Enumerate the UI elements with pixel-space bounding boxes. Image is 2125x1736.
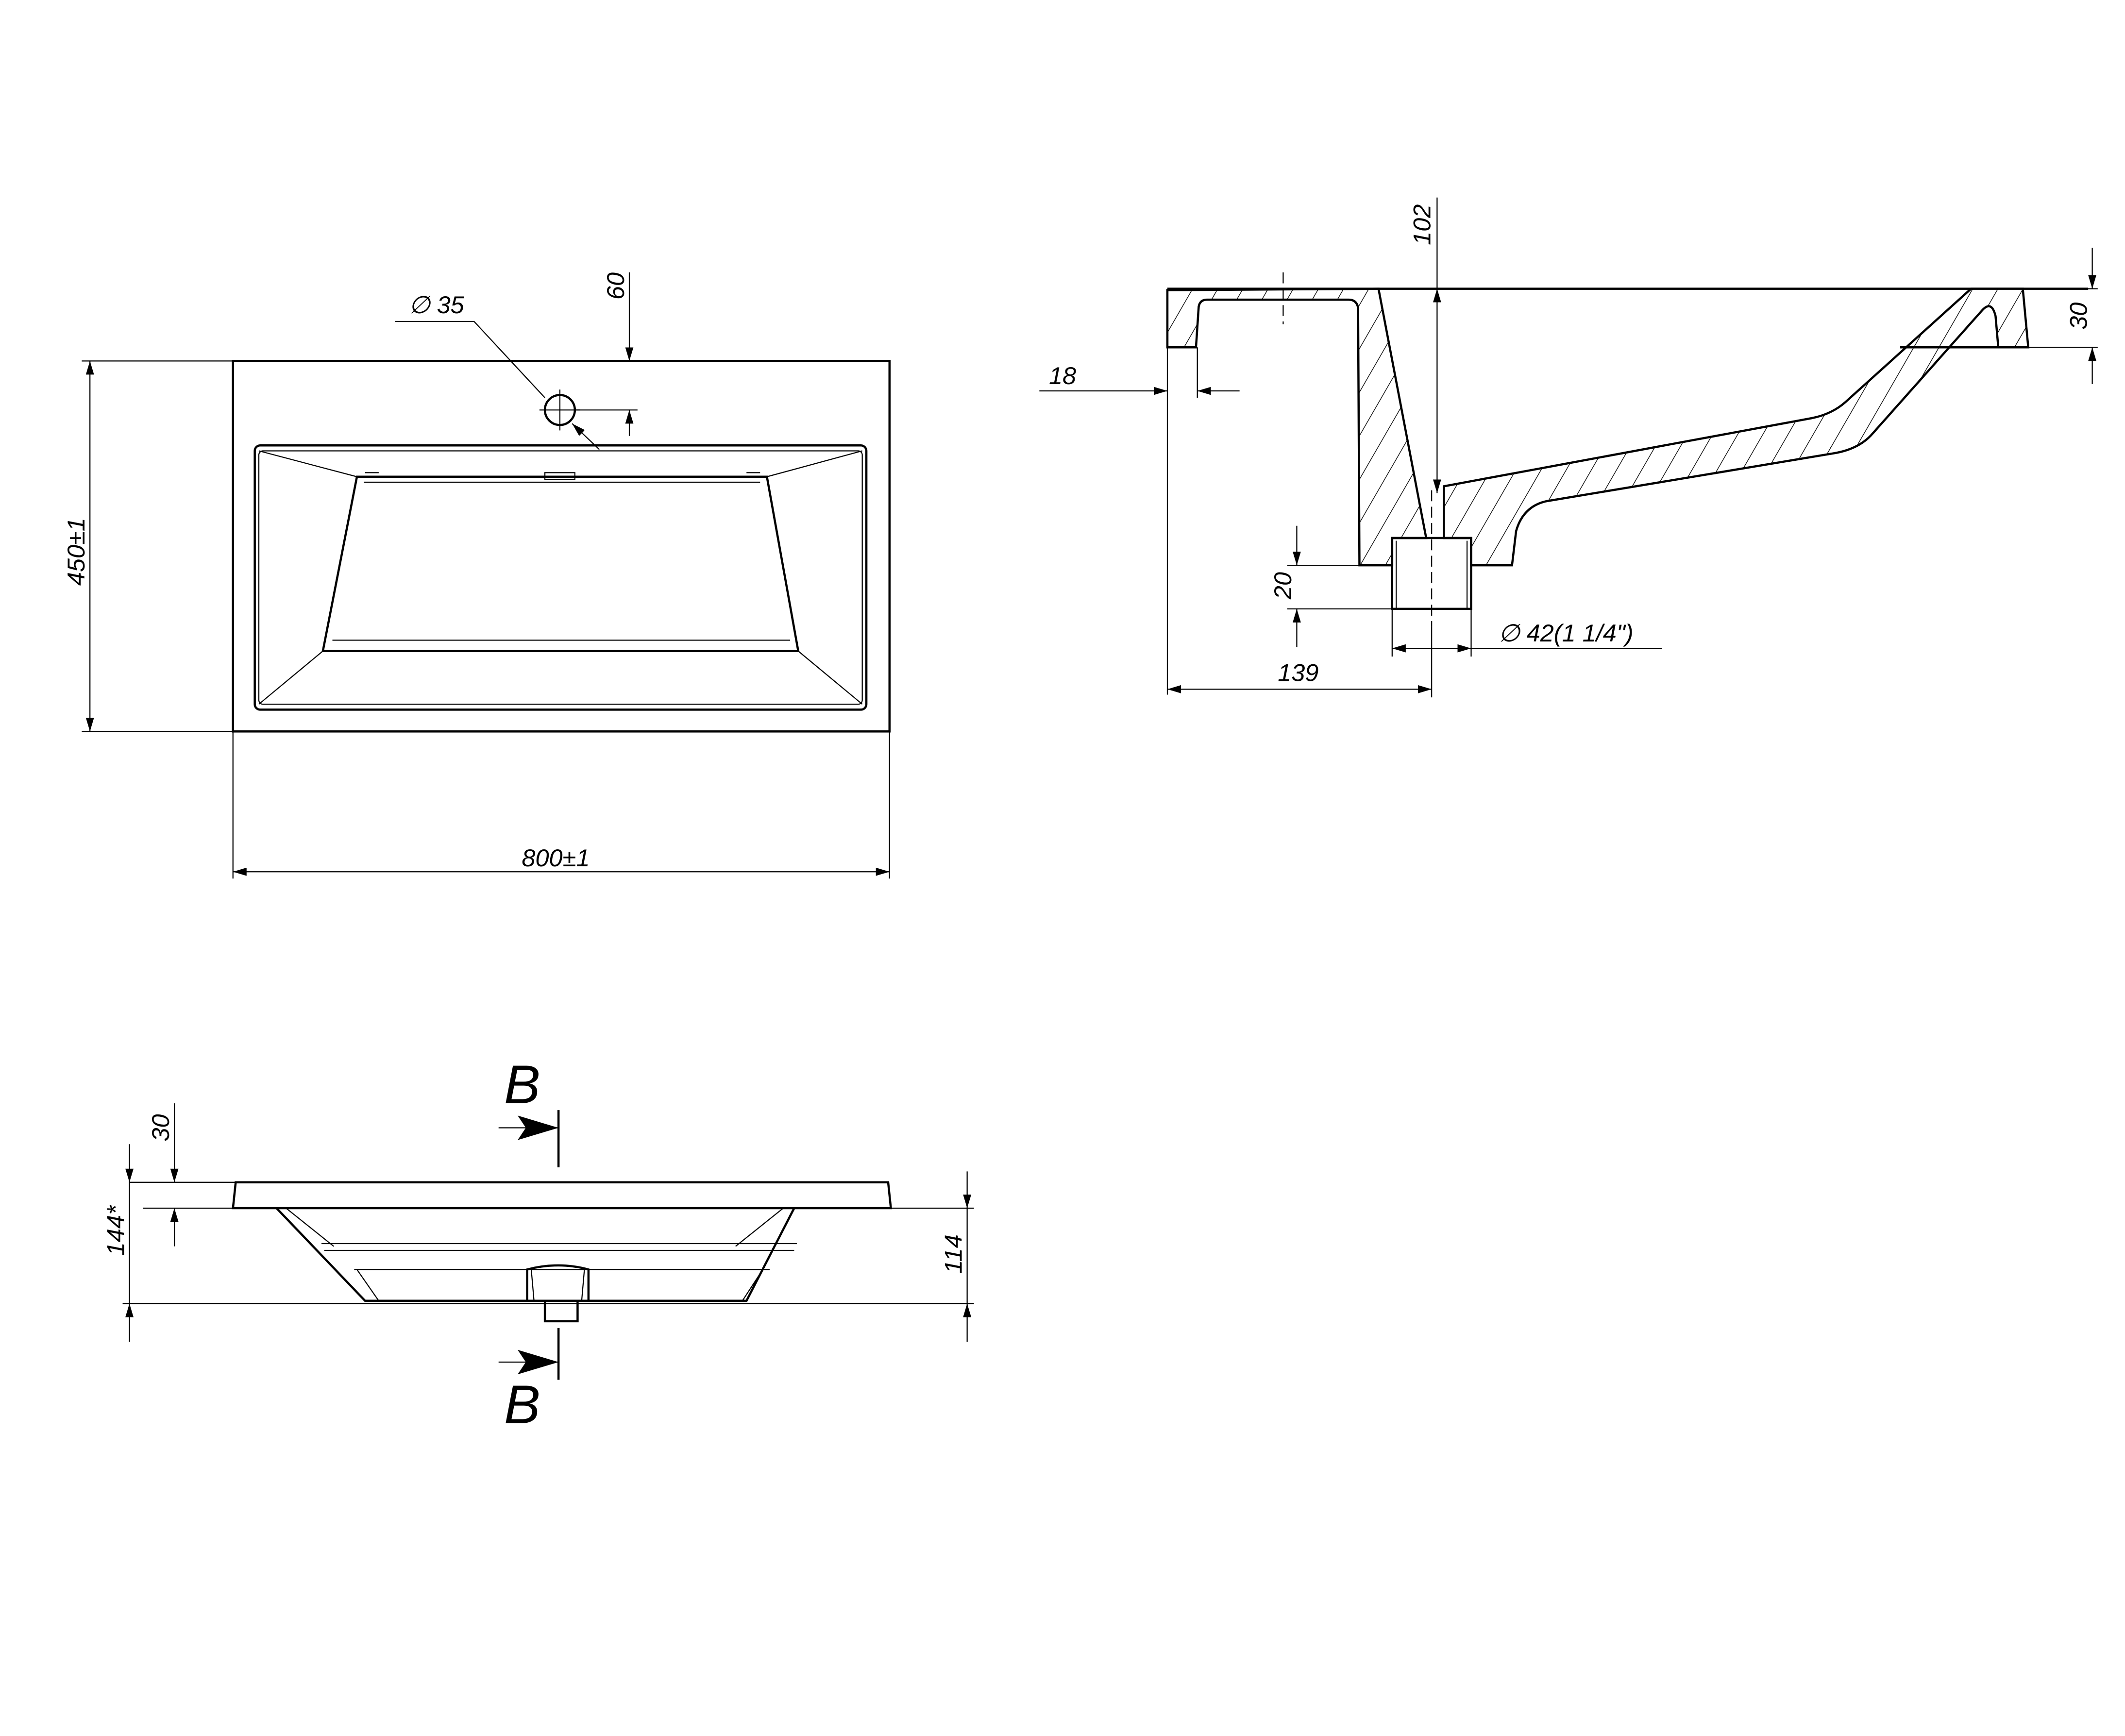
- top-view: 450±1 800±1 ∅ 35 60: [62, 272, 891, 879]
- bowl-depth-dimension: 102: [1408, 204, 1435, 245]
- sink-outline: [232, 360, 891, 733]
- total-height-dimension: 144*: [101, 1205, 129, 1256]
- section-marker-top: B: [498, 1054, 560, 1167]
- section-marker-bottom: B: [498, 1328, 560, 1435]
- front-rim-thickness-dimension: 30: [147, 1114, 174, 1141]
- svg-text:B: B: [504, 1374, 540, 1435]
- svg-text:B: B: [504, 1054, 540, 1115]
- front-view: B B 30 144* 114: [101, 1054, 974, 1435]
- section-left-rim: [1166, 287, 1428, 567]
- bowl-height-dimension: 114: [939, 1234, 967, 1273]
- section-view: 18 102 30 20 ∅ 42(1 1/4") 139: [1039, 197, 2098, 698]
- depth-dimension: 450±1: [62, 518, 90, 586]
- drain-diameter-dimension: ∅ 42(1 1/4"): [1499, 619, 1634, 647]
- section-rim-thickness-dimension: 30: [2064, 303, 2092, 330]
- front-rim: [232, 1181, 893, 1210]
- section-right-rim: [1443, 287, 2030, 567]
- rim-overhang-dimension: 18: [1049, 362, 1076, 389]
- basin-outline: [253, 444, 868, 711]
- front-bowl: [275, 1207, 795, 1302]
- basin-floor: [321, 475, 800, 653]
- front-drain: [526, 1264, 590, 1323]
- drain-length-dimension: 20: [1269, 572, 1297, 600]
- width-dimension: 800±1: [522, 844, 590, 872]
- hole-diameter-dimension: ∅ 35: [409, 291, 465, 319]
- hole-offset-dimension: 60: [602, 272, 629, 300]
- drain-offset-dimension: 139: [1278, 659, 1318, 687]
